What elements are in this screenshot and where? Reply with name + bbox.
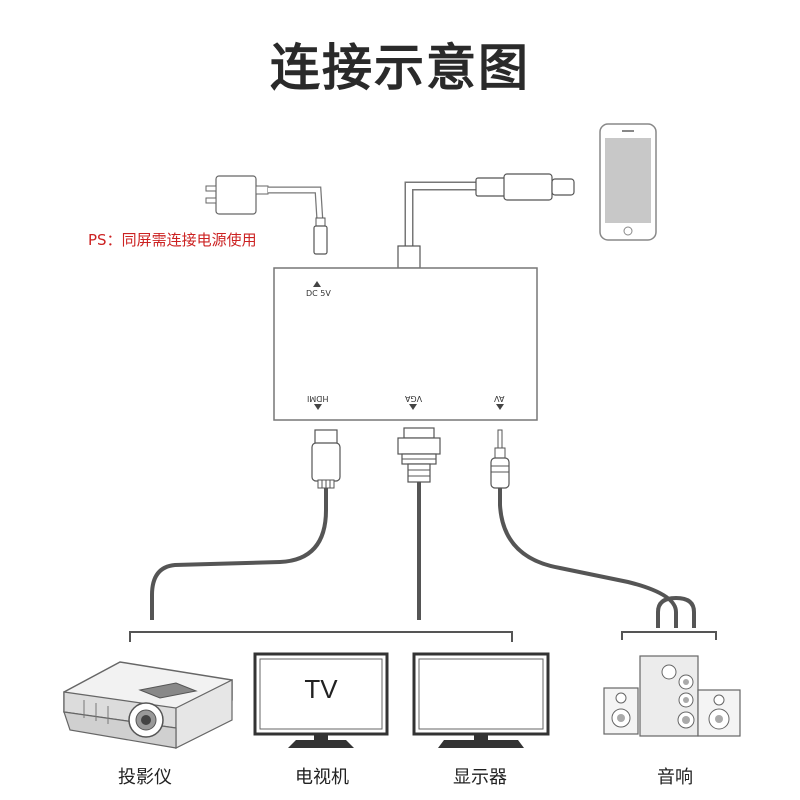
speaker-label: 音响 — [657, 767, 693, 788]
tv-label: 电视机 — [295, 767, 349, 788]
projector-icon — [63, 661, 233, 749]
speaker-icon — [603, 655, 741, 737]
projector-label: 投影仪 — [118, 767, 172, 788]
output-cables — [150, 482, 696, 628]
hdmi-plug-icon — [311, 429, 341, 489]
monitor-icon — [412, 652, 550, 748]
power-note: PS：同屏需连接电源使用 — [88, 231, 257, 249]
av-plug-icon — [490, 429, 510, 489]
tv-icon — [253, 652, 389, 748]
vga-plug-icon — [397, 427, 441, 483]
dc-port-label: DC 5V — [306, 289, 331, 298]
vga-port-label: VGA — [405, 394, 423, 403]
lightning-cable — [397, 173, 575, 269]
diagram-title: 连接示意图 — [270, 39, 530, 97]
converter-box — [273, 267, 538, 421]
speaker-bracket — [621, 631, 717, 640]
monitor-label: 显示器 — [453, 767, 507, 788]
display-bracket — [129, 631, 513, 642]
av-port-label: AV — [494, 394, 505, 403]
tv-screen-text: TV — [304, 674, 338, 704]
phone-icon — [599, 123, 657, 241]
hdmi-port-label: HDMI — [307, 394, 329, 403]
power-adapter-icon — [205, 175, 328, 255]
